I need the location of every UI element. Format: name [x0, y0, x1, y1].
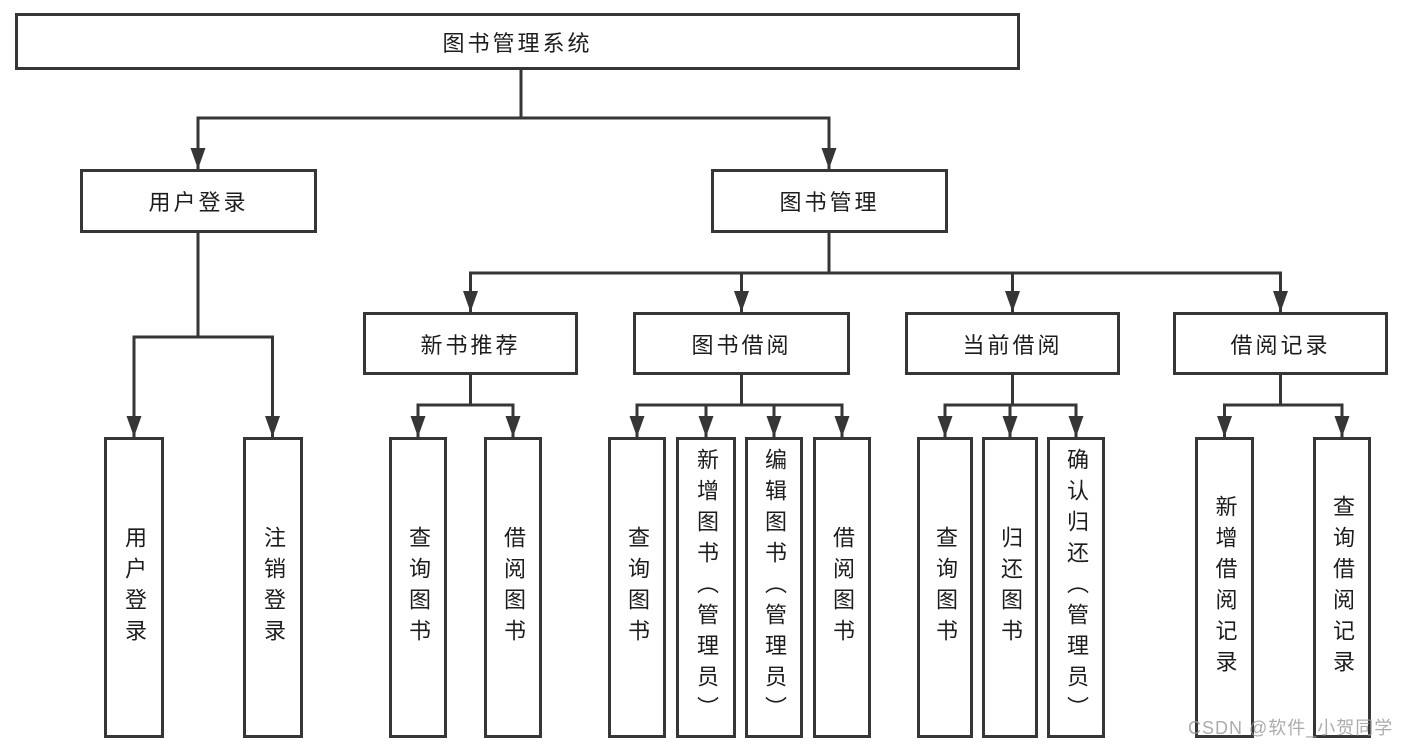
connector-root [196, 69, 831, 170]
connector-user-login [132, 233, 274, 437]
node-label: 查询图书 [406, 525, 431, 650]
node-book-borrowing: 图书借阅 [633, 312, 850, 375]
node-label: 图书管理 [779, 190, 880, 215]
connector-book-mgmt [469, 233, 1282, 312]
node-label: 确认归还（管理员） [1064, 448, 1089, 727]
watermark: CSDN @软件_小贺同学 [1188, 718, 1394, 738]
node-current-borrowing: 当前借阅 [905, 312, 1120, 375]
leaf-confirm-return-admin: 确认归还（管理员） [1047, 437, 1105, 738]
connector-new-books [416, 375, 515, 437]
node-label: 查询借阅记录 [1330, 494, 1355, 681]
node-label: 图书管理系统 [442, 30, 593, 56]
leaf-add-borrow-record: 新增借阅记录 [1195, 437, 1254, 738]
node-label: 新增图书（管理员） [694, 448, 719, 727]
node-label: 注销登录 [261, 525, 286, 650]
node-user-login: 用户登录 [80, 169, 317, 233]
leaf-query-borrow-record: 查询借阅记录 [1313, 437, 1371, 738]
node-label: 新书推荐 [420, 332, 521, 358]
leaf-query-books-2: 查询图书 [608, 437, 666, 738]
node-label: 图书借阅 [691, 332, 792, 358]
leaf-edit-books-admin: 编辑图书（管理员） [745, 437, 803, 738]
node-label: 编辑图书（管理员） [762, 448, 787, 727]
node-book-management: 图书管理 [711, 169, 948, 233]
leaf-query-books-1: 查询图书 [389, 437, 447, 738]
node-label: 借阅图书 [830, 525, 855, 650]
leaf-add-books-admin: 新增图书（管理员） [676, 437, 736, 738]
leaf-return-books: 归还图书 [982, 437, 1038, 738]
node-new-book-recommend: 新书推荐 [363, 312, 578, 375]
node-label: 查询图书 [933, 525, 958, 650]
leaf-logout: 注销登录 [243, 437, 303, 738]
node-label: 归还图书 [998, 525, 1023, 650]
leaf-query-books-3: 查询图书 [917, 437, 973, 738]
node-borrowing-records: 借阅记录 [1173, 312, 1388, 375]
connector-book-borrow [635, 375, 844, 437]
node-label: 借阅记录 [1230, 332, 1331, 358]
leaf-borrow-books-2: 借阅图书 [813, 437, 871, 738]
node-label: 借阅图书 [501, 525, 526, 650]
node-label: 用户登录 [122, 525, 147, 650]
node-library-system: 图书管理系统 [15, 13, 1020, 70]
node-label: 当前借阅 [962, 332, 1063, 358]
arrowheads [126, 148, 1350, 437]
connector-borrow-records [1223, 375, 1344, 437]
leaf-user-login: 用户登录 [104, 437, 164, 738]
node-label: 查询图书 [625, 525, 650, 650]
node-label: 新增借阅记录 [1212, 494, 1238, 681]
leaf-borrow-books-1: 借阅图书 [484, 437, 542, 738]
node-label: 用户登录 [148, 190, 249, 215]
